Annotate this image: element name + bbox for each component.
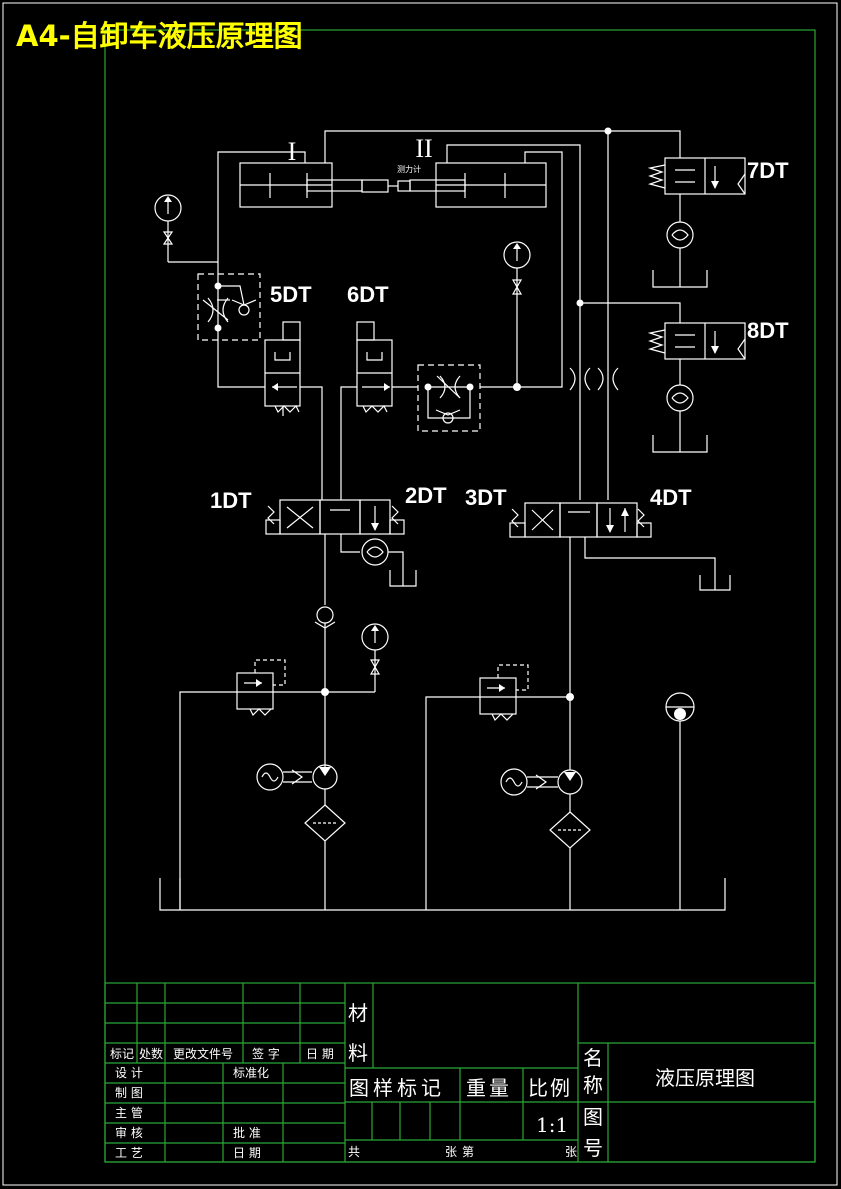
throttle-check-valve-1: [197, 273, 261, 341]
row-process: 工 艺: [115, 1146, 143, 1160]
scale-value: 1:1: [536, 1113, 568, 1137]
accumulator: [665, 692, 695, 910]
row-design: 设 计: [115, 1066, 143, 1080]
valve-8dt: [580, 302, 746, 453]
directional-valve-3dt-4dt: [509, 502, 731, 591]
label-5dt: 5DT: [270, 282, 312, 307]
row-drafting: 制 图: [115, 1086, 143, 1100]
rev-header-count: 处数: [139, 1046, 163, 1061]
right-pump-circuit: [425, 537, 591, 910]
label-8dt: 8DT: [747, 318, 789, 343]
row-review: 审 核: [115, 1125, 143, 1140]
cylinder-i: [239, 162, 363, 208]
cylinder-ii: [409, 162, 547, 208]
tank-baseline: [159, 878, 726, 911]
title-block: [104, 982, 816, 1163]
weight-label: 重量: [466, 1076, 512, 1100]
label-2dt: 2DT: [405, 483, 447, 508]
total-label: 共: [348, 1145, 360, 1159]
drawing-no-label-1: 图: [583, 1105, 603, 1129]
drawing-no-label-2: 号: [583, 1136, 603, 1160]
material-label-2: 料: [348, 1041, 368, 1065]
rev-header-sign: 签 字: [252, 1046, 280, 1061]
label-7dt: 7DT: [747, 158, 789, 183]
rev-header-date: 日 期: [306, 1047, 334, 1061]
name-label-1: 名: [583, 1046, 603, 1070]
cylinder-label-ii: II: [415, 134, 432, 163]
name-label-2: 称: [583, 1073, 603, 1097]
standardization-label: 标准化: [233, 1066, 269, 1080]
scale-label: 比例: [528, 1076, 572, 1100]
label-1dt: 1DT: [210, 488, 252, 513]
line-chokes: [569, 127, 619, 391]
cylinder-piping: [217, 130, 609, 500]
date-label: 日 期: [233, 1146, 261, 1160]
label-4dt: 4DT: [650, 485, 692, 510]
left-pump-circuit: [179, 534, 389, 910]
drawing-name: 液压原理图: [655, 1066, 755, 1090]
label-3dt: 3DT: [465, 485, 507, 510]
valve-5dt: [264, 321, 323, 500]
throttle-check-valve-2: [417, 364, 521, 432]
sheet2-label: 张: [565, 1145, 577, 1159]
valve-6dt: [340, 321, 418, 500]
gauge-top-left: [154, 194, 218, 263]
row-supervisor: 主 管: [115, 1105, 143, 1120]
rev-header-docno: 更改文件号: [173, 1046, 233, 1061]
force-meter-label: 测力计: [397, 164, 421, 174]
page-title: A4-自卸车液压原理图: [16, 19, 303, 53]
gauge-middle: [503, 241, 531, 387]
force-meter: [361, 179, 411, 193]
directional-valve-1dt-2dt: [265, 499, 417, 587]
material-label-1: 材: [348, 1001, 368, 1025]
drawing-frame: [104, 29, 816, 1163]
approval-label: 批 准: [233, 1125, 261, 1140]
sample-mark-label: 图样标记: [349, 1076, 445, 1100]
sheet-label: 张: [445, 1145, 457, 1159]
label-6dt: 6DT: [347, 282, 389, 307]
page-no-label: 第: [462, 1145, 474, 1159]
valve-7dt: [608, 130, 746, 288]
rev-header-mark: 标记: [110, 1047, 134, 1061]
